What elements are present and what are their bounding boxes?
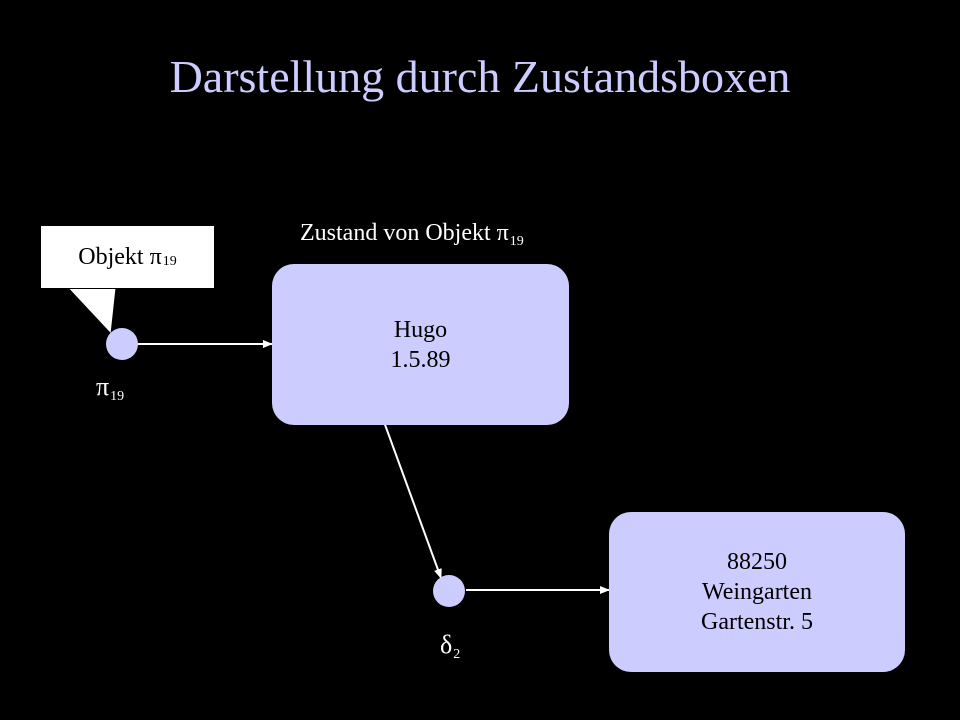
state-box-2-line-1: 88250 bbox=[727, 549, 787, 575]
node-label-pi19-text: π bbox=[96, 372, 110, 401]
object-node-pi19 bbox=[106, 328, 138, 360]
callout-text: Objekt π bbox=[78, 243, 162, 270]
node-label-delta2: δ2 bbox=[440, 630, 461, 662]
node-label-delta2-text: δ bbox=[440, 630, 453, 659]
object-node-delta2 bbox=[433, 575, 465, 607]
state-caption: Zustand von Objekt π19 bbox=[300, 220, 524, 249]
node-label-pi19: π19 bbox=[96, 372, 125, 404]
slide-title: Darstellung durch Zustandsboxen bbox=[169, 51, 791, 102]
arrow-state-box-to-delta2 bbox=[375, 399, 442, 579]
state-box-2-line-2: Weingarten bbox=[701, 579, 812, 605]
state-caption-subscript: 19 bbox=[509, 234, 524, 249]
callout-subscript: 19 bbox=[162, 254, 177, 269]
state-box-1-line-2: 1.5.89 bbox=[390, 346, 451, 373]
state-box-1: Hugo 1.5.89 bbox=[272, 264, 569, 425]
state-caption-text: Zustand von Objekt π bbox=[300, 220, 509, 246]
state-box-1-line-1: Hugo bbox=[393, 316, 448, 343]
node-label-delta2-subscript: 2 bbox=[453, 647, 461, 662]
state-box-2-line-3: Gartenstr. 5 bbox=[701, 609, 813, 635]
callout-pointer bbox=[67, 287, 117, 336]
node-label-pi19-subscript: 19 bbox=[110, 389, 125, 404]
state-box-2: 88250 Weingarten Gartenstr. 5 bbox=[609, 512, 905, 672]
